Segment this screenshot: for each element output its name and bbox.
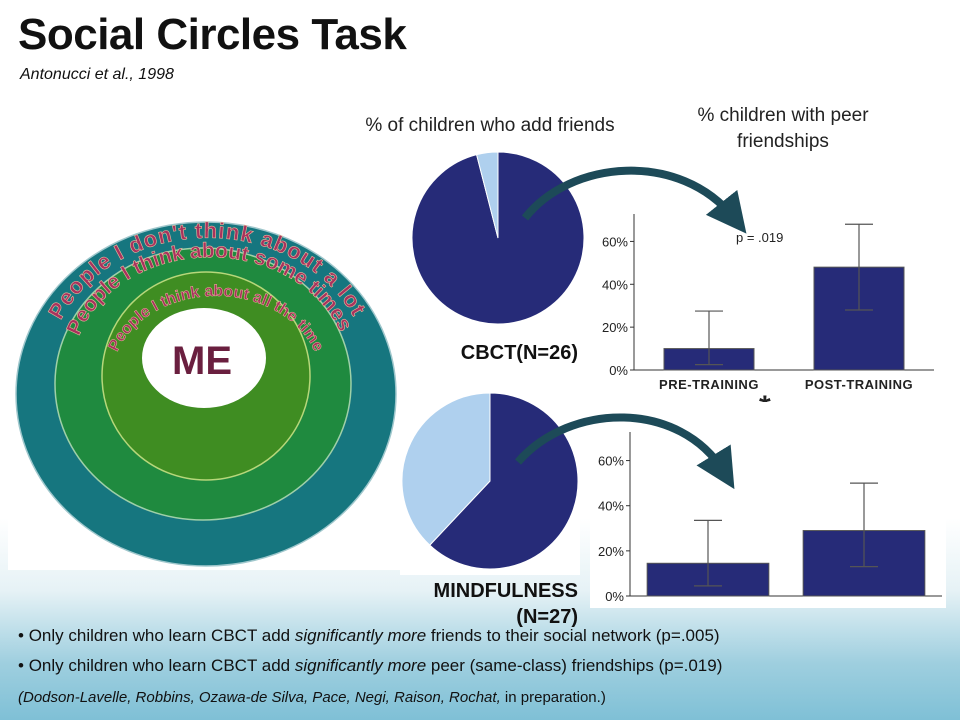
pie-slice-1 xyxy=(476,151,499,239)
x-tick-label: PRE-TRAINING xyxy=(659,377,759,392)
bar-panel-mindfulness: 0% 20% 40% 60% xyxy=(590,410,946,608)
y-tick-label: 60% xyxy=(598,454,624,469)
center-label: ME xyxy=(172,339,232,383)
y-tick-label: 0% xyxy=(605,589,624,604)
pie-header: % of children who add friends xyxy=(365,115,615,136)
group-label-cbct: CBCT(N=26) xyxy=(460,342,578,364)
pie-panel-cbct xyxy=(410,142,586,332)
page-subtitle: Antonucci et al., 1998 xyxy=(20,66,174,83)
y-tick-label: 40% xyxy=(602,277,628,292)
social-circles-diagram: People I don't think about a lot People … xyxy=(8,182,400,570)
y-tick-label: 20% xyxy=(598,544,624,559)
y-tick-label: 40% xyxy=(598,499,624,514)
x-tick-label: POST-TRAINING xyxy=(805,377,913,392)
y-tick-label: 0% xyxy=(609,363,628,378)
bar-chart-cbct: 0% 20% 40% 60% PRE-TRAINING POST-TRAINING xyxy=(602,214,934,392)
citation: (Dodson-Lavelle, Robbins, Ozawa-de Silva… xyxy=(18,689,606,706)
p-value-label: p = .019 xyxy=(736,230,783,245)
bar-chart-mindfulness: 0% 20% 40% 60% xyxy=(598,432,942,604)
bar-header: % children with peer friendships xyxy=(697,105,869,152)
pie-panel-mindfulness xyxy=(400,383,580,575)
significance-star: * xyxy=(759,390,771,402)
center-circle xyxy=(142,308,266,408)
pie-chart-mindfulness xyxy=(401,392,579,570)
group-label-line1: MINDFULNESS xyxy=(433,580,578,602)
bar-panel-cbct: 0% 20% 40% 60% PRE-TRAINING POST-TRAINING * p… xyxy=(594,190,948,402)
bullet-2: • Only children who learn CBCT add signi… xyxy=(18,656,723,675)
y-tick-label: 60% xyxy=(602,234,628,249)
bullet-1: • Only children who learn CBCT add signi… xyxy=(18,626,720,645)
pie-chart-cbct xyxy=(411,151,585,325)
pie-slice-1 xyxy=(401,392,491,546)
group-label-mindfulness: MINDFULNESS (N=27) xyxy=(370,578,578,630)
group-label-line2: (N=27) xyxy=(516,606,578,628)
page-title: Social Circles Task xyxy=(18,10,407,59)
y-tick-label: 20% xyxy=(602,320,628,335)
